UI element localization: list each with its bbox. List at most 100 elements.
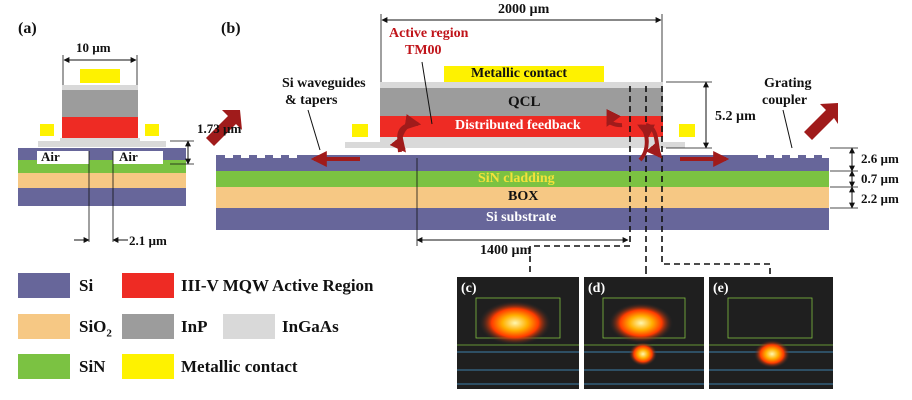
- dfb-grating-tooth: [484, 149, 488, 154]
- dim-2000um: 2000 µm: [498, 2, 550, 17]
- dfb-grating-tooth: [532, 149, 536, 154]
- dim-10um: 10 µm: [76, 40, 111, 55]
- mode-profile-d: [584, 277, 704, 389]
- dim-2-2um: 2.2 µm: [861, 191, 899, 206]
- air-label-left: Air: [41, 149, 60, 164]
- panel-b-si-substrate: [216, 208, 829, 230]
- legend-sin: SiN: [79, 357, 106, 376]
- dfb-grating-tooth: [492, 149, 496, 154]
- dfb-grating-tooth: [612, 149, 616, 154]
- legend-si: Si: [79, 276, 94, 295]
- legend-swatch-sio2: [18, 314, 70, 339]
- dfb-grating-tooth: [580, 149, 584, 154]
- dfb-grating-tooth: [444, 149, 448, 154]
- legend-swatch-metal: [122, 354, 174, 379]
- dfb-grating-tooth: [556, 149, 560, 154]
- panel-a-side-contact-left: [40, 124, 54, 136]
- panel-b-right-grating: [758, 148, 829, 158]
- mode-d-lower-field: [629, 342, 657, 366]
- panel-label-a: (a): [18, 20, 37, 37]
- panel-b-section-cut-lines: [529, 86, 771, 276]
- si-waveguides-label: Si waveguides: [282, 76, 366, 91]
- dfb-grating-tooth: [428, 149, 432, 154]
- dfb-grating-tooth: [620, 149, 624, 154]
- mode-profile-c: [457, 277, 579, 389]
- dfb-grating-tooth: [452, 149, 456, 154]
- panel-b-side-contact-left: [352, 124, 368, 137]
- tapers-label: & tapers: [285, 93, 338, 108]
- legend-swatch-si: [18, 273, 70, 298]
- dim-1400um: 1400 µm: [480, 243, 532, 258]
- legend-ingaas: InGaAs: [282, 317, 339, 336]
- panel-a-bond-layer: [38, 141, 166, 147]
- air-label-right: Air: [119, 149, 138, 164]
- panel-label-e: (e): [713, 281, 729, 296]
- legend-active: III-V MQW Active Region: [181, 276, 374, 295]
- panel-b-device: [216, 14, 858, 276]
- panel-label-b: (b): [221, 20, 241, 37]
- dfb-grating-tooth: [540, 149, 544, 154]
- panel-b-grating-pointer: [782, 109, 793, 149]
- dfb-grating-tooth: [420, 149, 424, 154]
- panel-a-emission-arrow: [206, 110, 242, 146]
- dfb-grating-tooth: [468, 149, 472, 154]
- panel-b-top-contact: [444, 66, 604, 82]
- legend-metal: Metallic contact: [181, 357, 298, 376]
- dfb-grating-tooth: [572, 149, 576, 154]
- panel-b-emission-arrow: [804, 103, 838, 140]
- panel-b-side-contact-right: [679, 124, 695, 137]
- panel-a-ingaas-cap: [62, 85, 138, 90]
- si-substrate-label: Si substrate: [486, 210, 557, 225]
- coupler-label: coupler: [762, 93, 808, 108]
- dfb-grating-tooth: [500, 149, 504, 154]
- panel-b-active-region: [380, 116, 663, 137]
- panel-a-si-substrate: [18, 188, 186, 206]
- panel-label-d: (d): [588, 281, 606, 296]
- qcl-label: QCL: [508, 94, 541, 110]
- box-label: BOX: [508, 189, 539, 204]
- legend-inp: InP: [181, 317, 208, 336]
- panel-b-active-region-pointer: [421, 61, 433, 125]
- dfb-grating-tooth: [588, 149, 592, 154]
- mode-d-upper-field: [609, 303, 673, 343]
- dim-0-7um: 0.7 µm: [861, 171, 899, 186]
- panel-a-side-contact-right: [145, 124, 159, 136]
- panel-a-air-gap-right: [113, 151, 163, 164]
- panel-b-layer-dimensions: [830, 147, 858, 209]
- panel-b-box-layer: [216, 187, 829, 208]
- dfb-grating-tooth: [604, 149, 608, 154]
- legend-sio2: SiO2: [79, 317, 112, 340]
- dim-2-1um: 2.1 µm: [129, 233, 167, 248]
- panel-b-feedback-arrows: [389, 108, 663, 162]
- mode-profile-e: [709, 277, 833, 389]
- panel-b-si-waveguide: [216, 155, 829, 171]
- panel-a-inp-lower: [60, 138, 140, 143]
- dim-5-2um: 5.2 µm: [715, 109, 756, 124]
- legend-swatch-sin: [18, 354, 70, 379]
- grating-label: Grating: [764, 76, 812, 91]
- panel-b-inp-lower: [380, 137, 663, 143]
- panel-a-inp-upper: [62, 90, 138, 117]
- panel-b-sin-cladding: [216, 171, 829, 187]
- panel-a-active-region: [62, 117, 138, 138]
- distributed-feedback-label: Distributed feedback: [455, 118, 581, 133]
- mode-c-field: [479, 301, 551, 345]
- panel-b-bond-layer: [345, 142, 685, 148]
- panel-a-cross-section: [18, 55, 242, 243]
- panel-b-waveguide-pointer: [307, 109, 321, 151]
- active-region-label: Active region: [389, 26, 469, 41]
- legend-swatch-ingaas: [223, 314, 275, 339]
- dfb-grating-tooth: [596, 149, 600, 154]
- legend-swatch-active: [122, 273, 174, 298]
- panel-label-c: (c): [461, 281, 477, 296]
- dim-1-73um: 1.73 µm: [197, 121, 242, 136]
- dfb-grating-tooth: [476, 149, 480, 154]
- panel-a-air-gap-left: [37, 151, 89, 164]
- panel-b-dfb-grating: [420, 149, 624, 154]
- dfb-grating-tooth: [524, 149, 528, 154]
- sin-cladding-label: SiN cladding: [478, 171, 555, 186]
- panel-a-box-layer: [18, 173, 186, 188]
- panel-b-left-grating: [225, 148, 297, 158]
- dfb-grating-tooth: [548, 149, 552, 154]
